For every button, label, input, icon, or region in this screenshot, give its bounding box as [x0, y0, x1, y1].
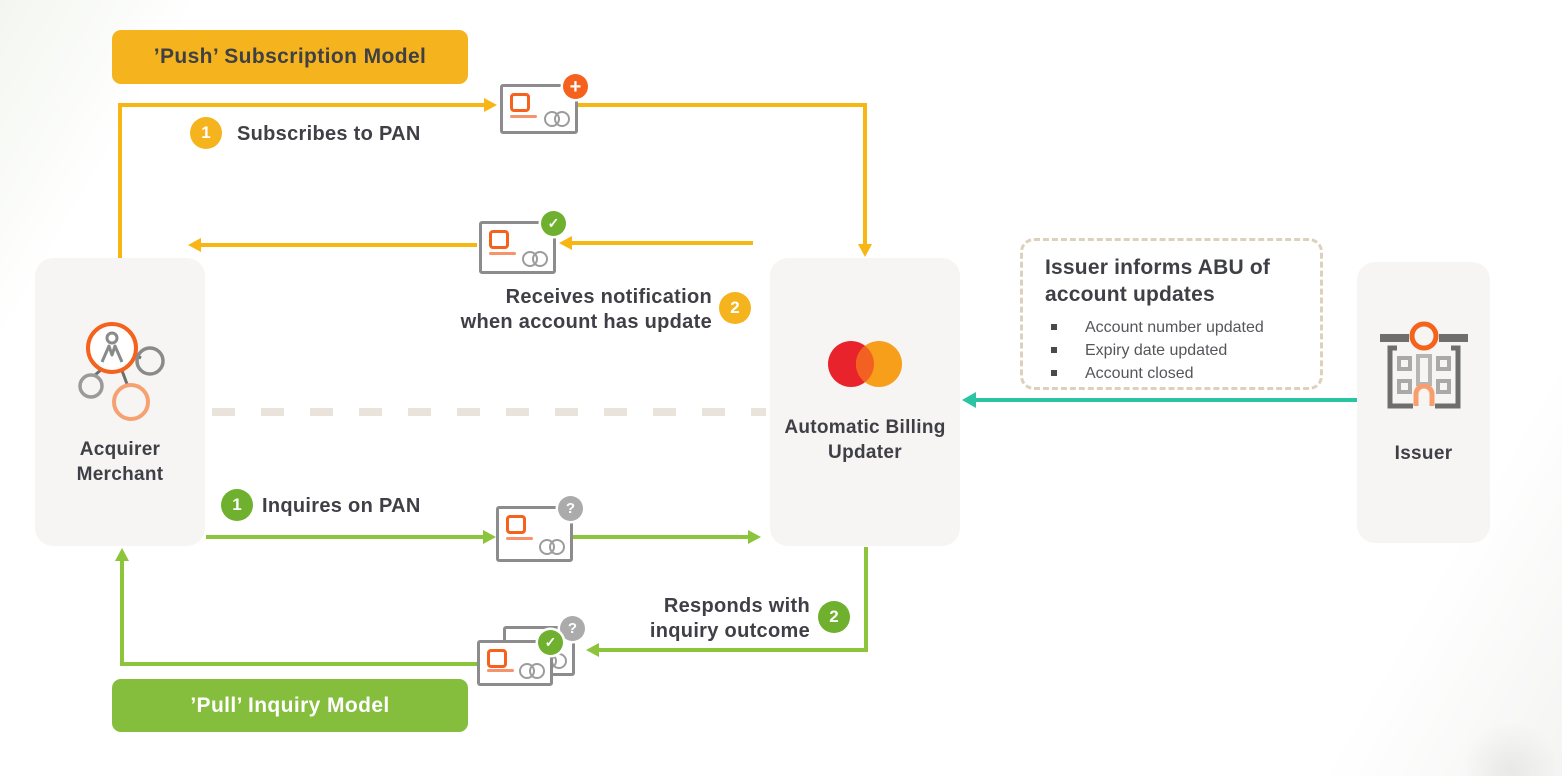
- arrow-issuer-to-abu: [962, 392, 1357, 408]
- question-badge-icon: ?: [560, 616, 585, 641]
- square-bullet-icon: [1051, 369, 1057, 376]
- pull-model-banner: ’Pull’ Inquiry Model: [112, 679, 468, 732]
- inquires-on-pan-label: Inquires on PAN: [262, 495, 421, 517]
- push-model-banner: ’Push’ Subscription Model: [112, 30, 468, 84]
- card-number-line: [506, 537, 533, 540]
- square-bullet-icon: [1051, 346, 1057, 353]
- issuer-info-title: Issuer informs ABU of account updates: [1045, 256, 1271, 307]
- bullet-item: Expiry date updated: [1045, 339, 1310, 362]
- card-icon-notification: ✓: [479, 211, 566, 274]
- mastercard-logo-icon: [828, 341, 902, 387]
- card-icon-inquiry: ?: [496, 496, 583, 562]
- check-badge-icon: ✓: [538, 630, 563, 655]
- square-bullet-icon: [1051, 323, 1057, 330]
- responds-with-outcome-label: Responds with inquiry outcome: [649, 595, 810, 642]
- bullet-item: Account closed: [1045, 362, 1310, 385]
- receives-notification-label: Receives notification when account has u…: [460, 286, 712, 333]
- arrow-notification-path: [188, 236, 753, 252]
- card-brand-icon: [544, 111, 570, 127]
- bullet-item: Account number updated: [1045, 316, 1310, 339]
- card-brand-icon: [522, 251, 548, 267]
- arrow-inquiry-path: [206, 530, 761, 544]
- abu-box: Automatic Billing Updater: [770, 258, 960, 546]
- cards-icon-response: ? ✓: [477, 615, 587, 690]
- card-icon-subscribe: +: [500, 74, 588, 134]
- card-brand-icon: [519, 663, 545, 679]
- plus-badge-icon: +: [563, 74, 588, 99]
- issuer-box: Issuer: [1357, 262, 1490, 543]
- card-chip-icon: [506, 515, 526, 534]
- step-2-badge-pull: 2: [818, 601, 850, 633]
- card-chip-icon: [510, 93, 530, 112]
- card-icon-response-front: ✓: [477, 630, 563, 686]
- bank-building-icon: [1380, 321, 1468, 409]
- acquirer-merchant-box: Acquirer Merchant: [35, 258, 205, 546]
- issuer-info-box: Issuer informs ABU of account updates Ac…: [1020, 238, 1323, 390]
- step-1-badge-pull: 1: [221, 489, 253, 521]
- subscribes-to-pan-label: Subscribes to PAN: [237, 123, 421, 145]
- check-badge-icon: ✓: [541, 211, 566, 236]
- question-badge-icon: ?: [558, 496, 583, 521]
- step-2-badge-push: 2: [719, 292, 751, 324]
- issuer-label: Issuer: [1394, 443, 1453, 464]
- card-number-line: [489, 252, 516, 255]
- merchant-network-icon: [78, 322, 165, 421]
- card-chip-icon: [489, 230, 509, 249]
- card-number-line: [510, 115, 537, 118]
- card-chip-icon: [487, 649, 507, 668]
- card-number-line: [487, 669, 514, 672]
- issuer-info-bullets: Account number updated Expiry date updat…: [1045, 316, 1310, 386]
- acquirer-merchant-label: Acquirer Merchant: [76, 439, 164, 485]
- step-1-badge-push: 1: [190, 117, 222, 149]
- card-brand-icon: [539, 539, 565, 555]
- abu-label: Automatic Billing Updater: [784, 417, 946, 463]
